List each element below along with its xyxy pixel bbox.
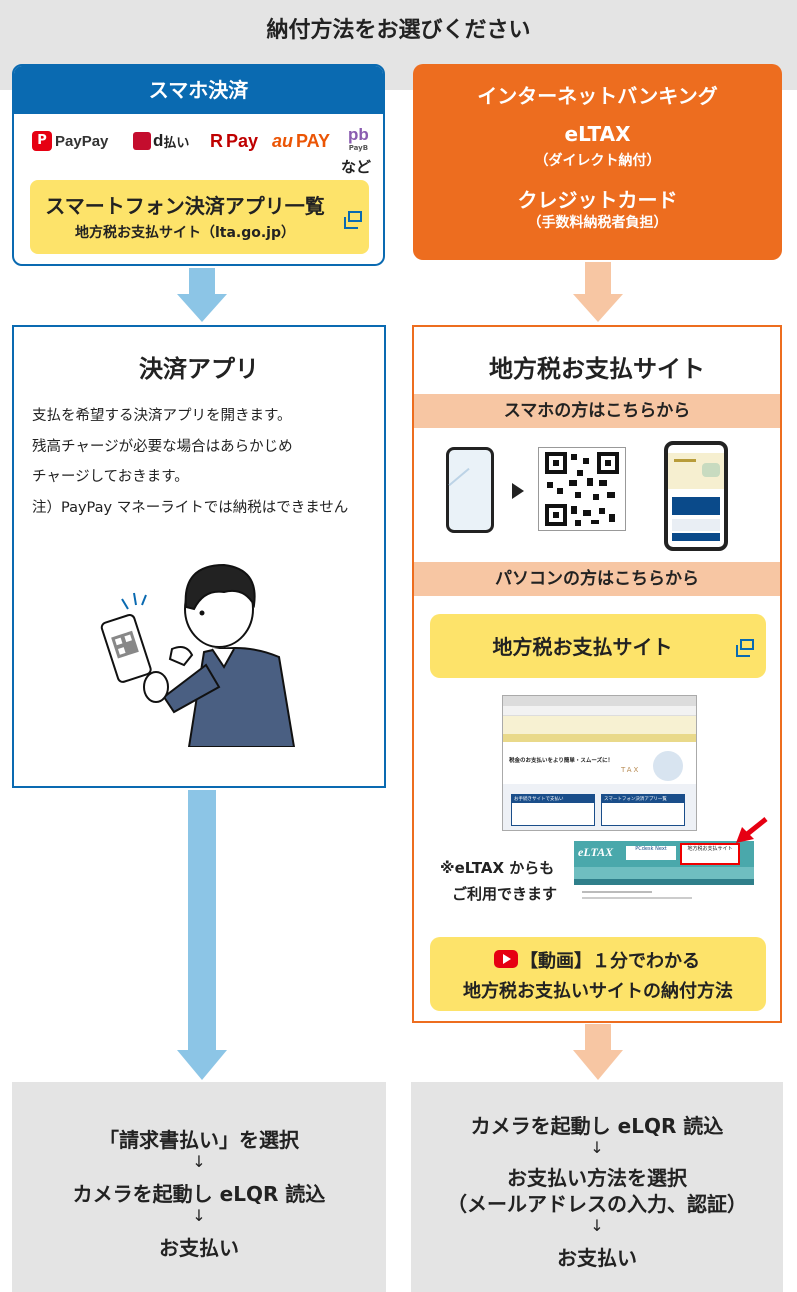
- instruction-line: チャージしておきます。: [32, 469, 189, 485]
- payment-app-instructions: 支払を希望する決済アプリを開きます。 残高チャージが必要な場合はあらかじめ チャ…: [32, 401, 377, 523]
- instruction-line: 支払を希望する決済アプリを開きます。: [32, 408, 292, 424]
- pc-band: パソコンの方はこちらから: [414, 562, 780, 596]
- payb-logo: pb PayB: [348, 125, 369, 153]
- arrow-down-icon: [177, 1050, 227, 1080]
- step-method-note: （メールアドレスの入力、認証）: [447, 1192, 747, 1216]
- arrow-down-shaft: [585, 262, 611, 294]
- screenshot-card: スマートフォン決済アプリ一覧: [601, 794, 685, 826]
- step-payment: お支払い: [159, 1236, 239, 1260]
- play-arrow-icon: [512, 483, 524, 499]
- eltax-note-line2: ご利用できます: [452, 885, 558, 903]
- credit-card-label: クレジットカード: [517, 188, 678, 212]
- video-button-line1: 【動画】１分でわかる: [520, 951, 700, 972]
- video-guide-button[interactable]: 【動画】１分でわかる 地方税お支払いサイトの納付方法: [430, 937, 766, 1011]
- screenshot-tax-tiles: TAX: [621, 766, 641, 774]
- internet-banking-label: インターネットバンキング: [477, 84, 718, 108]
- payment-app-list-button[interactable]: スマートフォン決済アプリ一覧 地方税お支払サイト（lta.go.jp）: [30, 180, 369, 254]
- step-scan-elqr: カメラを起動し eLQR 読込: [72, 1182, 326, 1206]
- payment-app-title: 決済アプリ: [139, 355, 259, 383]
- step-select-method: お支払い方法を選択: [507, 1166, 687, 1190]
- bank-credit-card: インターネットバンキング eLTAX （ダイレクト納付） クレジットカード （手…: [413, 64, 782, 260]
- app-list-subtitle: 地方税お支払サイト（lta.go.jp）: [74, 225, 296, 241]
- arrow-down-shaft: [585, 1024, 611, 1052]
- screenshot-banner: 税金のお支払いをより簡単・スムーズに！: [509, 758, 614, 764]
- youtube-play-icon: [494, 950, 518, 968]
- eltax-label: eLTAX: [564, 122, 631, 146]
- step-arrow: ↓: [590, 1138, 604, 1157]
- man-with-phone-illustration: [100, 563, 296, 747]
- page-title: 納付方法をお選びください: [266, 18, 531, 43]
- direct-payment-label: （ダイレクト納付）: [534, 153, 661, 169]
- video-button-line2: 地方税お支払いサイトの納付方法: [463, 981, 733, 1002]
- screenshot-card: お手続きサイトで支払い: [511, 794, 595, 826]
- external-link-icon: [736, 639, 754, 657]
- app-list-title: スマートフォン決済アプリ一覧: [45, 194, 325, 218]
- bottom-left-steps: 「請求書払い」を選択 ↓ カメラを起動し eLQR 読込 ↓ お支払い: [12, 1082, 386, 1292]
- arrow-down-icon: [573, 294, 623, 322]
- screenshot-decoration: [653, 751, 683, 781]
- step-payment: お支払い: [557, 1246, 637, 1270]
- smartphone-screen-icon: [664, 441, 728, 551]
- tax-payment-site-card: 地方税お支払サイト スマホの方はこちらから: [412, 325, 782, 1023]
- instruction-line: 注）PayPay マネーライトでは納税はできません: [32, 499, 349, 516]
- bottom-right-steps: カメラを起動し eLQR 読込 ↓ お支払い方法を選択 （メールアドレスの入力、…: [411, 1082, 783, 1292]
- paypay-logo: P PayPay: [32, 126, 108, 156]
- smartphone-icon: [446, 447, 494, 533]
- qr-code-icon: [538, 447, 626, 531]
- logos-etc-label: など: [341, 158, 372, 176]
- fee-note-label: （手数料納税者負担）: [527, 215, 668, 231]
- external-link-icon: [344, 211, 362, 229]
- tax-payment-site-title: 地方税お支払サイト: [489, 355, 705, 383]
- step-arrow: ↓: [192, 1152, 206, 1171]
- site-screenshot: 税金のお支払いをより簡単・スムーズに！ TAX お手続きサイトで支払い スマート…: [502, 695, 697, 831]
- step-arrow: ↓: [192, 1206, 206, 1225]
- site-button-label: 地方税お支払サイト: [492, 635, 673, 659]
- red-pointer-arrow-icon: [736, 817, 768, 843]
- step-select-bill-payment: 「請求書払い」を選択: [99, 1128, 299, 1152]
- arrow-down-shaft: [188, 790, 216, 1052]
- payment-app-card: 決済アプリ 支払を希望する決済アプリを開きます。 残高チャージが必要な場合はあら…: [12, 325, 386, 788]
- eltax-note-line1: ※eLTAX からも: [440, 859, 555, 877]
- arrow-down-icon: [573, 1050, 623, 1080]
- instruction-line: 残高チャージが必要な場合はあらかじめ: [32, 438, 293, 455]
- tax-payment-site-button[interactable]: 地方税お支払サイト: [430, 614, 766, 678]
- step-scan-elqr: カメラを起動し eLQR 読込: [470, 1114, 724, 1138]
- arrow-down-icon: [177, 294, 227, 322]
- eltax-screenshot: eLTAX PCdesk Next 地方税お支払サイト: [574, 841, 754, 917]
- smartphone-payment-title: スマホ決済: [14, 66, 383, 114]
- arrow-down-shaft: [189, 268, 215, 294]
- smartphone-band: スマホの方はこちらから: [414, 394, 780, 428]
- step-arrow: ↓: [590, 1216, 604, 1235]
